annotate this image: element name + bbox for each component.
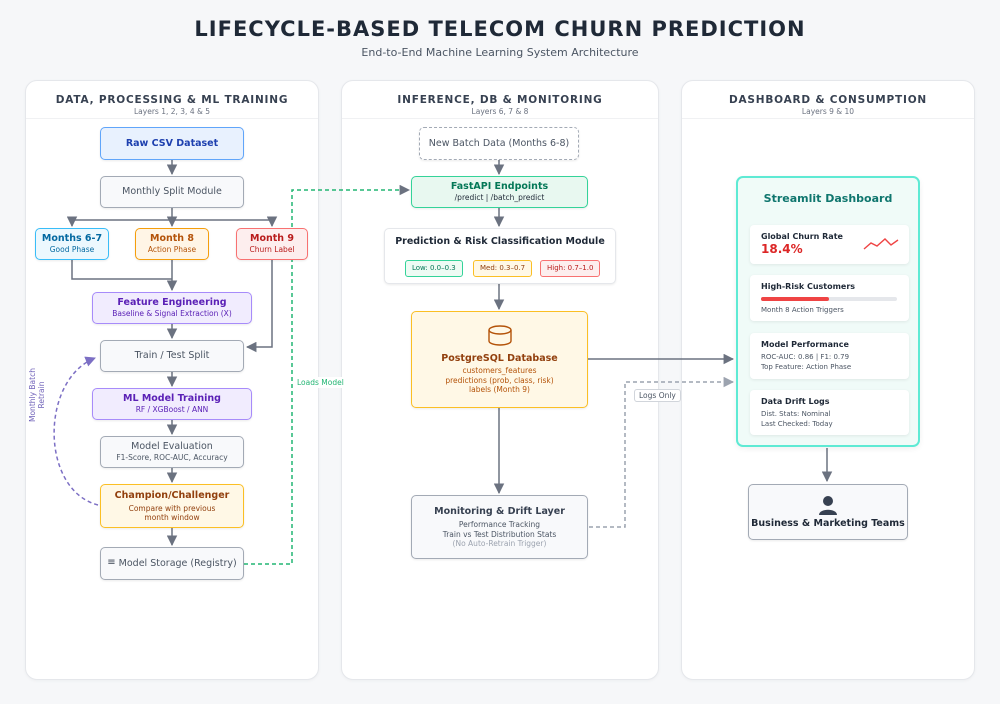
node-label: Monitoring & Drift Layer <box>434 505 565 517</box>
card-text: Dist. Stats: Nominal <box>761 410 831 418</box>
node-sublabel: Good Phase <box>49 245 95 255</box>
new-batch-node: New Batch Data (Months 6-8) <box>419 127 579 160</box>
card-data-drift: Data Drift Logs Dist. Stats: Nominal Las… <box>750 390 909 435</box>
node-label: Month 9 <box>250 233 294 245</box>
card-high-risk: High-Risk Customers Month 8 Action Trigg… <box>750 275 909 321</box>
node-label: FastAPI Endpoints <box>450 181 549 193</box>
card-churn-rate: Global Churn Rate 18.4% <box>750 225 909 264</box>
node-label: Months 6-7 <box>41 233 103 245</box>
node-label: Business & Marketing Teams <box>751 517 905 529</box>
node-label: Prediction & Risk Classification Module <box>395 236 605 247</box>
monitoring-node: Monitoring & Drift Layer Performance Tra… <box>411 495 588 559</box>
node-label: Feature Engineering <box>117 297 227 309</box>
node-label: Model Storage (Registry) <box>118 557 237 569</box>
node-sublabel: customers_features <box>462 366 537 376</box>
card-text: ROC-AUC: 0.86 | F1: 0.79 <box>761 353 850 361</box>
champion-challenger-node: Champion/Challenger Compare with previou… <box>100 484 244 528</box>
node-label: Month 8 <box>150 233 194 245</box>
retrain-label: Monthly Batch Retrain <box>28 368 46 422</box>
node-label: PostgreSQL Database <box>441 352 558 364</box>
churn-rate-value: 18.4% <box>761 242 803 256</box>
card-text: Last Checked: Today <box>761 420 833 428</box>
node-label: ML Model Training <box>123 393 221 405</box>
panel-subtitle: Layers 1, 2, 3, 4 & 5 <box>134 107 210 116</box>
line-months67-merge <box>71 260 172 280</box>
node-sublabel: Train vs Test Distribution Stats <box>442 529 557 539</box>
node-sublabel: (No Auto-Retrain Trigger) <box>452 539 547 549</box>
panel-title: DATA, PROCESSING & ML TRAINING <box>55 94 289 106</box>
panel-header: INFERENCE, DB & MONITORING Layers 6, 7 &… <box>342 81 658 119</box>
sparkline-icon <box>863 238 899 250</box>
monthly-split-node: Monthly Split Module <box>100 176 244 208</box>
card-text: Month 8 Action Triggers <box>761 306 844 314</box>
link-loads-model <box>244 184 411 565</box>
panel-header: DATA, PROCESSING & ML TRAINING Layers 1,… <box>26 81 318 119</box>
arrow-month9-to-split <box>245 260 273 353</box>
node-sublabel: Compare with previous <box>128 503 216 513</box>
postgres-node: PostgreSQL Database customers_features p… <box>411 311 588 408</box>
card-title: Data Drift Logs <box>761 397 830 406</box>
node-sublabel: Performance Tracking <box>458 520 541 530</box>
node-sublabel: F1-Score, ROC-AUC, Accuracy <box>116 453 228 463</box>
model-storage-node: ≡ Model Storage (Registry) <box>100 547 244 580</box>
panel-header: DASHBOARD & CONSUMPTION Layers 9 & 10 <box>682 81 974 119</box>
business-teams-node: Business & Marketing Teams <box>748 484 908 540</box>
streamlit-dashboard: Streamlit Dashboard Global Churn Rate 18… <box>736 176 920 447</box>
link-logs-only <box>589 376 735 528</box>
logs-only-label: Logs Only <box>634 389 681 402</box>
panel-subtitle: Layers 6, 7 & 8 <box>471 107 529 116</box>
page-subtitle: End-to-End Machine Learning System Archi… <box>361 46 639 59</box>
card-model-performance: Model Performance ROC-AUC: 0.86 | F1: 0.… <box>750 333 909 379</box>
node-label: Train / Test Split <box>134 350 210 362</box>
node-label: Monthly Split Module <box>122 186 222 198</box>
page-title: LIFECYCLE-BASED TELECOM CHURN PREDICTION <box>194 17 806 41</box>
high-risk-bar-fill <box>761 297 829 301</box>
card-text: Top Feature: Action Phase <box>761 363 852 371</box>
menu-icon: ≡ <box>107 557 116 569</box>
panel-title: DASHBOARD & CONSUMPTION <box>728 94 928 106</box>
link-monthly-retrain <box>53 356 99 506</box>
node-label: Champion/Challenger <box>114 489 230 501</box>
feature-engineering-node: Feature Engineering Baseline & Signal Ex… <box>92 292 252 324</box>
node-sublabel: Action Phase <box>147 245 197 255</box>
node-sublabel: predictions (prob, class, risk) <box>445 375 554 385</box>
node-label: New Batch Data (Months 6-8) <box>428 137 570 149</box>
risk-pill-med: Med: 0.3–0.7 <box>473 260 533 277</box>
month8-node: Month 8 Action Phase <box>135 228 209 260</box>
card-title: Global Churn Rate <box>761 232 843 241</box>
months67-node: Months 6-7 Good Phase <box>35 228 109 260</box>
loads-model-label: Loads Model <box>293 377 348 388</box>
dashboard-title: Streamlit Dashboard <box>763 192 893 205</box>
panel-title: INFERENCE, DB & MONITORING <box>397 94 603 106</box>
card-title: Model Performance <box>761 340 849 349</box>
raw-csv-node: Raw CSV Dataset <box>100 127 244 160</box>
node-sublabel: month window <box>144 512 200 522</box>
risk-pill-low: Low: 0.0–0.3 <box>405 260 463 277</box>
risk-pill-high: High: 0.7–1.0 <box>540 260 601 277</box>
model-evaluation-node: Model Evaluation F1-Score, ROC-AUC, Accu… <box>100 436 244 468</box>
user-icon <box>819 495 837 515</box>
node-sublabel: RF / XGBoost / ANN <box>135 405 209 415</box>
database-icon <box>487 324 512 346</box>
card-title: High-Risk Customers <box>761 282 856 291</box>
prediction-module-node: Prediction & Risk Classification Module … <box>384 228 616 284</box>
node-sublabel: Baseline & Signal Extraction (X) <box>112 309 232 319</box>
month9-node: Month 9 Churn Label <box>236 228 308 260</box>
node-sublabel: /predict | /batch_predict <box>454 193 545 203</box>
node-label: Raw CSV Dataset <box>125 137 219 149</box>
train-test-split-node: Train / Test Split <box>100 340 244 372</box>
panel-subtitle: Layers 9 & 10 <box>801 107 855 116</box>
node-sublabel: Churn Label <box>249 245 295 255</box>
node-label: Model Evaluation <box>131 441 213 453</box>
node-sublabel: labels (Month 9) <box>469 385 530 395</box>
ml-training-node: ML Model Training RF / XGBoost / ANN <box>92 388 252 420</box>
fastapi-node: FastAPI Endpoints /predict | /batch_pred… <box>411 176 588 208</box>
high-risk-bar <box>761 297 897 301</box>
